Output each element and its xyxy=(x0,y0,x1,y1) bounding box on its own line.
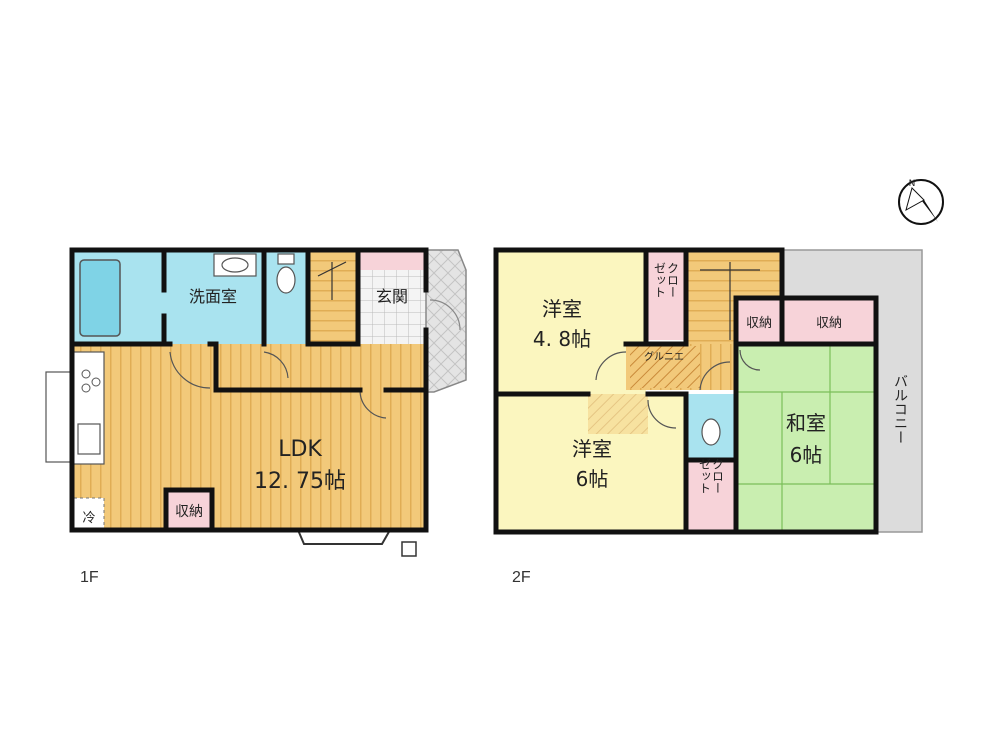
ldk-room-east xyxy=(216,390,426,530)
floor-1f: 洗面室 玄関 LDK 12. 75帖 収納 冷 1F xyxy=(45,247,467,586)
western-room-1-name: 洋室 xyxy=(542,297,582,321)
floor-2f-label: 2F xyxy=(512,569,531,586)
balcony-label: バルコニー xyxy=(892,374,908,444)
porch xyxy=(425,249,467,393)
japanese-room-size: 6帖 xyxy=(790,443,823,467)
storage-1f-label: 収納 xyxy=(175,504,203,520)
walls-1f xyxy=(69,247,429,533)
closet-1 xyxy=(646,250,686,340)
loft-label: グルニエ xyxy=(644,350,684,363)
western-room-2-size: 6帖 xyxy=(576,467,609,491)
western-room-1 xyxy=(496,250,646,394)
bay-window xyxy=(297,529,391,545)
floor-2f: 洋室 4. 8帖 洋室 6帖 和室 6帖 収納 収納 グルニエ クローゼット ク… xyxy=(493,247,923,586)
shoe-storage xyxy=(358,250,426,270)
toilet-icon xyxy=(276,266,296,294)
closet-1-label: クローゼット xyxy=(653,262,680,298)
tatami-lines xyxy=(736,344,876,532)
toilet-2f-icon xyxy=(701,418,721,446)
toilet-room-1f xyxy=(264,250,308,344)
ldk-size-label: 12. 75帖 xyxy=(254,469,346,494)
storage-2f-b xyxy=(782,298,876,344)
storage-2f-a-label: 収納 xyxy=(746,316,772,331)
japanese-room-name: 和室 xyxy=(786,411,826,435)
fridge-label: 冷 xyxy=(82,511,95,526)
entrance-label: 玄関 xyxy=(376,287,408,306)
hallway-1f xyxy=(216,344,426,390)
bathtub-icon xyxy=(79,259,121,337)
western-room-1-size: 4. 8帖 xyxy=(533,327,591,351)
compass-north-label: N xyxy=(909,179,916,189)
sink-icon xyxy=(213,253,257,277)
japanese-room xyxy=(736,344,876,532)
storage-2f-a xyxy=(736,298,782,344)
loft-hatch xyxy=(630,346,700,388)
closet-2-label: クローゼット xyxy=(698,458,725,494)
storage-2f-b-label: 収納 xyxy=(816,316,842,331)
compass-icon: N xyxy=(898,179,944,225)
western-room-2-name: 洋室 xyxy=(572,437,612,461)
closet-2 xyxy=(686,460,736,532)
outdoor-meter-icon xyxy=(401,541,417,557)
kitchen-window xyxy=(45,371,73,463)
washroom-label: 洗面室 xyxy=(189,287,237,306)
ldk-name-label: LDK xyxy=(278,437,322,462)
floor-1f-label: 1F xyxy=(80,569,99,586)
walls-2f xyxy=(493,247,879,535)
storage-1f xyxy=(166,490,212,530)
stairs-1f xyxy=(308,250,358,344)
kitchen-counter xyxy=(71,351,105,465)
